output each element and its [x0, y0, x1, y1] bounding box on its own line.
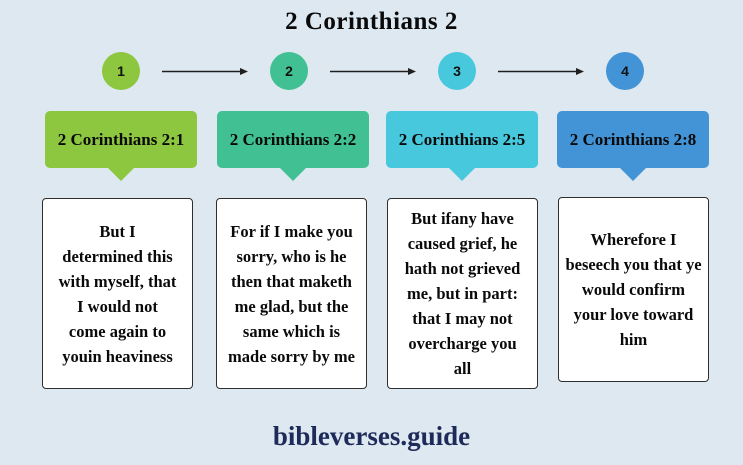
- step-number-4: 4: [621, 63, 629, 79]
- verse-reference-bubble-2: 2 Corinthians 2:2: [217, 111, 369, 168]
- arrow-right-icon: [498, 68, 584, 75]
- bubble-tail-icon: [107, 167, 135, 181]
- verse-text-card-3: But ifany have caused grief, he hath not…: [387, 198, 538, 389]
- step-circle-1: 1: [102, 52, 140, 90]
- step-number-3: 3: [453, 63, 461, 79]
- arrow-right-icon: [162, 68, 248, 75]
- arrow-right-icon: [330, 68, 416, 75]
- step-number-2: 2: [285, 63, 293, 79]
- verse-text-card-1: But I determined this with myself, that …: [42, 198, 193, 389]
- page-title: 2 Corinthians 2: [285, 8, 458, 35]
- step-circle-2: 2: [270, 52, 308, 90]
- verse-reference-bubble-3: 2 Corinthians 2:5: [386, 111, 538, 168]
- bubble-tail-icon: [279, 167, 307, 181]
- step-number-1: 1: [117, 63, 125, 79]
- bubble-tail-icon: [619, 167, 647, 181]
- verse-reference-bubble-1: 2 Corinthians 2:1: [45, 111, 197, 168]
- site-name: bibleverses.guide: [272, 421, 471, 451]
- verse-text-card-4: Wherefore I beseech you that ye would co…: [558, 197, 709, 382]
- bubble-tail-icon: [448, 167, 476, 181]
- verse-text-card-2: For if I make you sorry, who is he then …: [216, 198, 367, 389]
- step-circle-4: 4: [606, 52, 644, 90]
- verse-reference-bubble-4: 2 Corinthians 2:8: [557, 111, 709, 168]
- step-circle-3: 3: [438, 52, 476, 90]
